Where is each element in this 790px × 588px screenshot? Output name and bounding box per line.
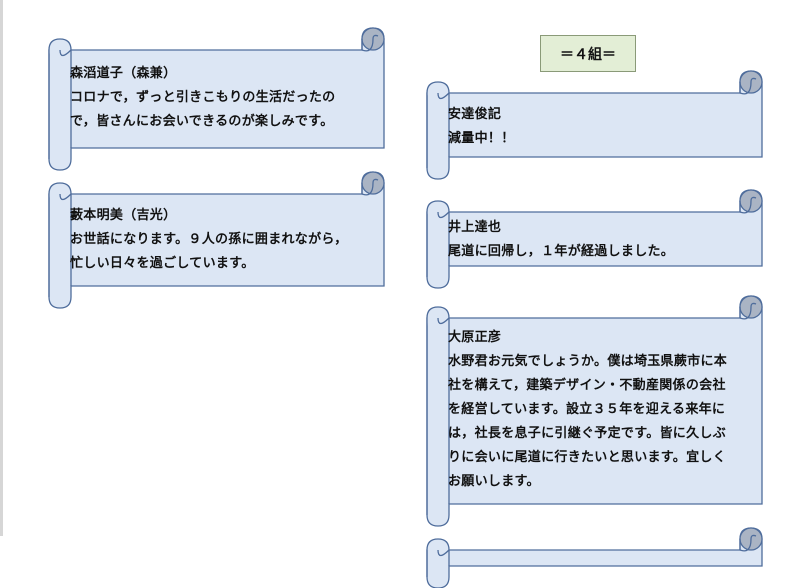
scroll-shape xyxy=(426,70,763,180)
entry-line: を経営しています。設立３５年を迎える来年に xyxy=(448,402,726,417)
entry-name: 安達俊記 xyxy=(448,107,502,122)
scroll-shape xyxy=(426,295,763,527)
message-scroll-6-partial xyxy=(416,527,763,588)
scroll-shape xyxy=(48,27,385,171)
entry-line: は，社長を息子に引継ぐ予定です。皆に久しぶ xyxy=(448,426,727,441)
entry-name: 藪本明美（吉光） xyxy=(70,208,177,223)
page-edge xyxy=(0,0,3,536)
entry-line: で，皆さんにお会いできるのが楽しみです。 xyxy=(70,114,334,129)
entry-line: コロナで，ずっと引きこもりの生活だったの xyxy=(70,90,336,105)
entry-name: 森滔道子（森兼） xyxy=(70,66,177,81)
scroll-shape xyxy=(426,527,763,588)
entry-line: 減量中！！ xyxy=(448,131,515,146)
message-scroll-3: 安達俊記 減量中！！ xyxy=(416,70,763,180)
entry-line: お世話になります。９人の孫に囲まれながら， xyxy=(70,232,348,247)
entry-line: 水野君お元気でしょうか。僕は埼玉県蕨市に本 xyxy=(448,354,728,369)
scroll-shape xyxy=(48,171,385,309)
group-label: ＝４組＝ xyxy=(540,35,636,72)
entry-line: 忙しい日々を過ごしています。 xyxy=(70,256,255,271)
entry-line: お願いします。 xyxy=(448,474,540,489)
scroll-shape xyxy=(426,189,763,289)
entry-line: りに会いに尾道に行きたいと思います。宜しく xyxy=(448,450,727,465)
entry-name: 大原正彦 xyxy=(448,330,502,345)
entry-name: 井上達也 xyxy=(448,220,502,235)
message-scroll-1: 森滔道子（森兼） コロナで，ずっと引きこもりの生活だったの で，皆さんにお会いで… xyxy=(38,27,385,171)
message-scroll-5: 大原正彦 水野君お元気でしょうか。僕は埼玉県蕨市に本 社を構えて，建築デザイン・… xyxy=(416,295,763,527)
entry-line: 尾道に回帰し，１年が経過しました。 xyxy=(448,244,675,259)
message-scroll-4: 井上達也 尾道に回帰し，１年が経過しました。 xyxy=(416,189,763,289)
message-scroll-2: 藪本明美（吉光） お世話になります。９人の孫に囲まれながら， 忙しい日々を過ごし… xyxy=(38,171,385,309)
entry-line: 社を構えて，建築デザイン・不動産関係の会社 xyxy=(448,378,726,393)
